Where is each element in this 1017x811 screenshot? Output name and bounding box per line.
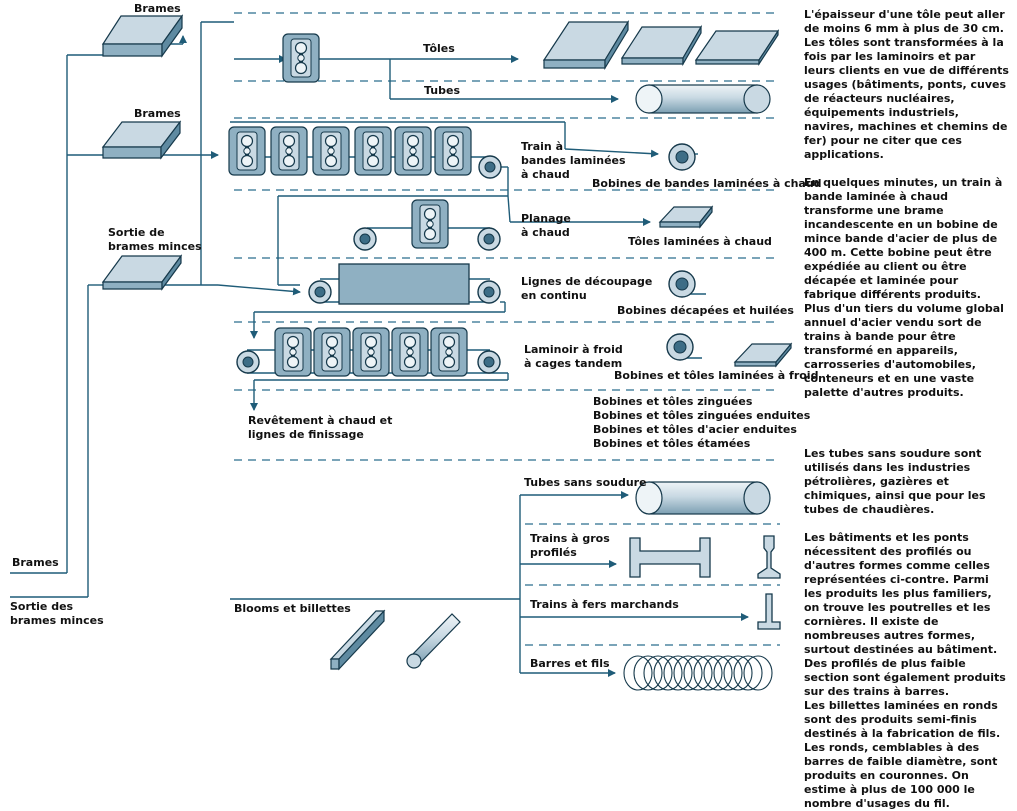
label-lignes-decoupage: Lignes de découpage en continu: [521, 275, 653, 302]
label-train-bandes: Train à bandes laminées à chaud: [521, 140, 626, 181]
tube-icon: [635, 84, 771, 114]
plate-icon: [733, 342, 793, 368]
roll-stand-icon: [313, 327, 351, 377]
label-bobines-decapees: Bobines décapées et huilées: [617, 304, 794, 317]
plate-icon: [620, 24, 703, 67]
label-trains-gros: Trains à gros profilés: [530, 532, 610, 559]
roll-stand-icon: [434, 126, 472, 176]
label-bobines-toles-froid: Bobines et tôles laminées à froid: [614, 369, 819, 382]
label-revetement: Revêtement à chaud et lignes de finissag…: [248, 414, 393, 441]
roller-icon: [477, 350, 501, 374]
pickling-line-tank: [338, 263, 470, 305]
hot-strip-mill-stands: [228, 126, 472, 176]
tube-icon: [635, 481, 771, 515]
label-sortie-des-brames: Sortie des brames minces: [10, 600, 104, 627]
flow-lines: [10, 21, 749, 677]
dashed-separators: [234, 12, 780, 646]
label-sortie-brames-minces: Sortie de brames minces: [108, 226, 202, 253]
coil-icon: [666, 333, 694, 361]
roll-stand-icon: [430, 327, 468, 377]
roll-stand-icon: [282, 33, 320, 83]
label-tubes: Tubes: [424, 84, 461, 97]
roller-icon: [353, 227, 377, 251]
plate-icon: [694, 28, 780, 67]
h-beam-icon: [629, 537, 711, 578]
label-planage: Planage à chaud: [521, 212, 571, 239]
roll-stand-icon: [394, 126, 432, 176]
paragraph-toles: L'épaisseur d'une tôle peut aller de moi…: [804, 8, 1009, 161]
paragraph-profiles: Les bâtiments et les ponts nécessitent d…: [804, 531, 1006, 698]
roller-icon: [477, 227, 501, 251]
plate-icon: [658, 205, 714, 229]
label-laminoir-froid: Laminoir à froid à cages tandem: [524, 343, 623, 370]
label-brames-mid: Brames: [134, 107, 181, 120]
label-toles: Tôles: [423, 42, 455, 55]
slab-icon: [101, 14, 184, 58]
coil-icon: [668, 143, 696, 171]
square-bar-icon: [329, 609, 386, 671]
roller-icon: [308, 280, 332, 304]
roller-icon: [477, 280, 501, 304]
label-toles-laminees: Tôles laminées à chaud: [628, 235, 772, 248]
roller-icon: [236, 350, 260, 374]
slab-icon: [101, 120, 182, 160]
paragraph-train-bande: En quelques minutes, un train à bande la…: [804, 176, 1004, 399]
label-tubes-sans-soudure: Tubes sans soudure: [524, 476, 647, 489]
label-blooms: Blooms et billettes: [234, 602, 351, 615]
label-brames-left: Brames: [12, 556, 59, 569]
label-brames-top: Brames: [134, 2, 181, 15]
roll-stand-icon: [391, 327, 429, 377]
round-bar-icon: [406, 613, 461, 669]
roll-stand-icon: [270, 126, 308, 176]
slab-icon: [101, 254, 183, 291]
roll-stand-icon: [411, 199, 449, 249]
plate-icon: [542, 19, 630, 71]
wire-coil-icon: [623, 655, 773, 691]
rail-icon: [757, 535, 781, 579]
label-bobines-bandes: Bobines de bandes laminées à chaud: [592, 177, 822, 190]
roll-stand-icon: [274, 327, 312, 377]
roller-icon: [478, 155, 502, 179]
t-section-icon: [757, 593, 781, 630]
coil-icon: [668, 270, 696, 298]
roll-stand-icon: [354, 126, 392, 176]
cold-mill-stands: [274, 327, 468, 377]
roll-stand-icon: [228, 126, 266, 176]
label-trains-fers: Trains à fers marchands: [530, 598, 679, 611]
roll-stand-icon: [312, 126, 350, 176]
paragraph-billettes: Les billettes laminées en ronds sont des…: [804, 699, 1001, 810]
paragraph-tubes-sans-soudure: Les tubes sans soudure sont utilisés dan…: [804, 447, 986, 516]
roll-stand-icon: [352, 327, 390, 377]
label-barres-fils: Barres et fils: [530, 657, 610, 670]
label-bobines-list: Bobines et tôles zinguées Bobines et tôl…: [593, 395, 811, 450]
